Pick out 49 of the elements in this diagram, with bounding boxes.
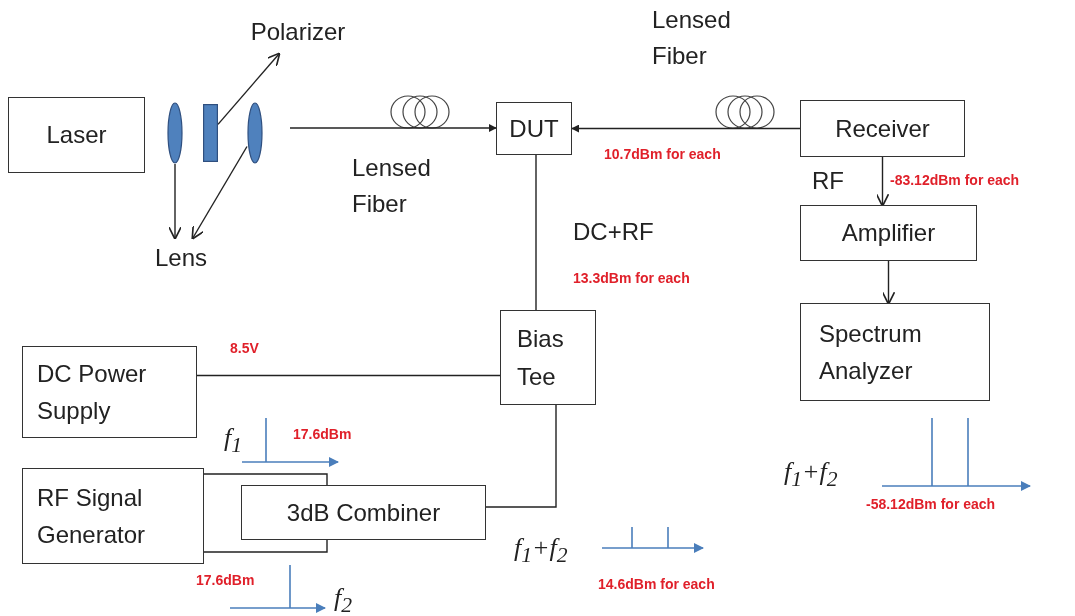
connector-line [196,374,501,377]
frequency-label: f$_{1}$ [224,422,243,460]
leader-line [191,145,248,240]
polarizer-plate [203,104,218,162]
box-label: Spectrum Analyzer [819,318,923,386]
connector-line [203,473,328,486]
measurement-label: 10.7dBm for each [604,145,721,164]
signal-label: Lensed Fiber [352,153,432,219]
box-label: Bias Tee [517,324,565,392]
box-label: DC Power Supply [37,358,148,426]
box-label: 3dB Combiner [286,497,441,528]
frequency-label: f$_{1}$+f$_{2}$ [514,532,568,570]
signal-label: Lensed Fiber [652,5,732,71]
device-box [500,310,596,405]
measurement-label: 13.3dBm for each [573,269,690,288]
part-label: Polarizer [228,10,368,54]
arrow [571,124,801,133]
device-box [22,468,204,564]
part-label: Lens [145,238,217,278]
box-label: Amplifier [841,218,936,249]
measurement-label: -83.12dBm for each [890,171,1020,190]
measurement-label: 8.5V [230,339,259,358]
signal-label: RF [812,166,844,196]
leader-line [168,163,182,241]
device-box [800,303,990,401]
measurement-label: -58.12dBm for each [866,495,996,514]
box-label: Receiver [835,113,930,144]
measurement-label: 14.6dBm for each [598,575,715,594]
device-box [800,205,977,261]
device-box [8,97,145,173]
arrow [289,124,497,132]
box-label: Laser [46,120,107,151]
device-box [22,346,197,438]
frequency-label: f$_{2}$ [334,582,353,616]
measurement-label: 17.6dBm [293,425,352,444]
connector-line [203,539,328,553]
measurement-label: 17.6dBm [196,571,255,590]
device-box [800,100,965,157]
device-box [496,102,572,155]
lens-shape [167,102,183,164]
box-label: RF Signal Generator [37,482,147,550]
leader-line [217,52,281,126]
signal-label: DC+RF [573,217,654,247]
connector-line [485,404,557,508]
device-box [241,485,486,540]
connector-line [535,154,537,311]
box-label: DUT [509,113,559,144]
lens-shape [247,102,263,164]
frequency-label: f$_{1}$+f$_{2}$ [784,456,838,494]
